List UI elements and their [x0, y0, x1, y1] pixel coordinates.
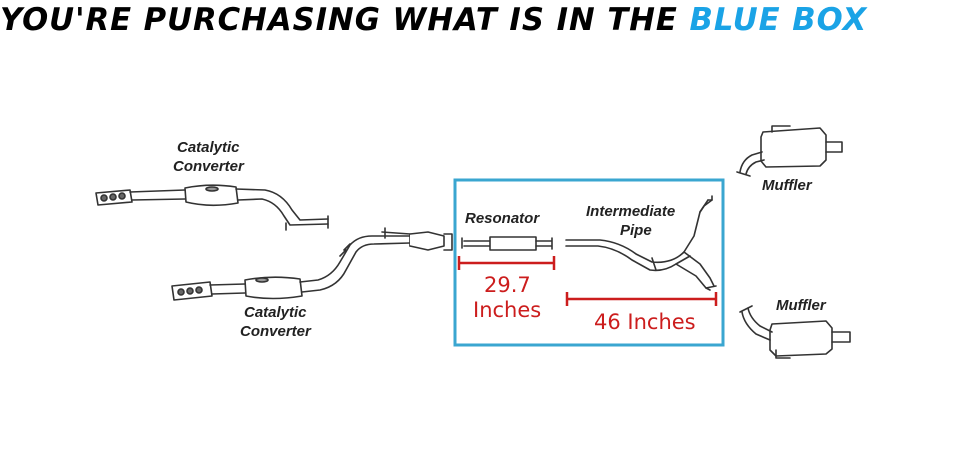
resonator-length-unit: Inches: [473, 298, 541, 322]
intermediate-pipe-part: [565, 195, 717, 291]
catalytic-converter-upper-part: [95, 184, 329, 231]
catalytic-upper-label-line2: Converter: [173, 158, 245, 175]
resonator-label: Resonator: [465, 210, 540, 227]
blue-box: [453, 178, 725, 347]
catalytic-lower-label-line2: Converter: [240, 323, 312, 340]
muffler-upper-label: Muffler: [762, 177, 813, 194]
headline-prefix: YOU'RE PURCHASING WHAT IS IN THE: [0, 2, 690, 38]
muffler-lower-part: [739, 305, 851, 359]
resonator-length-value: 29.7: [484, 273, 531, 297]
intermediate-dimension-line: [565, 292, 718, 306]
headline: YOU'RE PURCHASING WHAT IS IN THE BLUE BO…: [0, 0, 950, 40]
intermediate-pipe-label-line1: Intermediate: [586, 203, 675, 220]
catalytic-lower-label-line1: Catalytic: [244, 304, 307, 321]
catalytic-converter-lower-part: [171, 227, 453, 301]
headline-highlight: BLUE BOX: [689, 2, 868, 38]
intermediate-pipe-label-line2: Pipe: [620, 222, 652, 239]
resonator-part: [461, 236, 553, 251]
muffler-lower-label: Muffler: [776, 297, 827, 314]
muffler-upper-part: [736, 125, 843, 177]
intermediate-length-label: 46 Inches: [594, 310, 696, 334]
resonator-dimension-line: [457, 256, 556, 270]
catalytic-upper-label-line1: Catalytic: [177, 139, 240, 156]
